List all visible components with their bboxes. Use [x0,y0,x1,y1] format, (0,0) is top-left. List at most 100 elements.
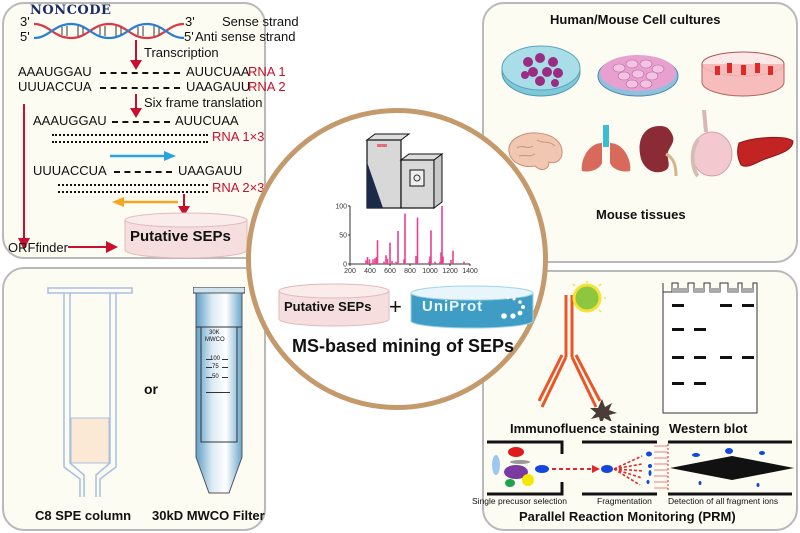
x-tick-label: 200 [344,268,356,275]
frame2-right: UAAGAUU [178,163,243,178]
precursor-ion [522,474,534,486]
frame2-dashes [114,171,172,173]
precursor-ion [510,460,530,464]
six-frame-translation-label: Six frame translation [144,95,263,110]
kidney-icon [639,126,678,177]
spectrum-peak [429,256,431,264]
orffinder-down-arrow-icon [18,104,30,250]
western-blot-band [694,382,706,385]
rna2-left: UUUACCUA [18,79,92,94]
translation-arrow-icon [130,94,142,118]
precursor-ion [504,465,528,479]
prm-step-selection: Single precusor selection [472,496,567,506]
petri-dish-round-cells-icon [501,45,581,97]
mwco-filter-icon [193,287,245,494]
orffinder-label: ORFfinder [8,240,68,255]
cell-cultures-title: Human/Mouse Cell cultures [550,12,721,27]
western-blot-band [742,304,754,307]
dna-right-top: 3' [185,14,195,29]
spectrum-peak [395,261,397,264]
putative-seps-label: Putative SEPs [130,228,231,245]
filter-tick [222,367,228,368]
x-tick-label: 800 [404,268,416,275]
precursor-ion [508,447,524,457]
spectrum-peak [372,259,374,264]
spectrum-peak [386,258,389,264]
sense-strand-label: Sense strand [222,14,299,29]
immunofluence-label: Immunofluence staining [510,421,660,436]
filter-text-mwco: MWCO [205,337,225,343]
spectrum-peak [439,261,441,264]
spectrum-peak [428,261,430,264]
frame1-left: AAAUGGAU [33,113,107,128]
filter-mark-75: 75 [212,364,219,370]
filter-text-30k: 30K [209,330,220,336]
frame1-tag: RNA 1×3 [212,129,265,144]
spectrum-peak [366,257,369,264]
filter-tick [206,359,212,360]
or-label: or [144,381,158,397]
filter-tick [206,367,212,368]
spectrum-peak [440,252,442,264]
filter-tick [206,377,212,378]
rna1-tag: RNA 1 [248,64,286,79]
western-blot-band [672,328,684,331]
filter-tick [206,392,230,393]
dna-right-bottom: 5' [184,29,194,44]
mwco-filter-label: 30kD MWCO Filter [152,508,265,523]
prm-title: Parallel Reaction Monitoring (PRM) [519,509,736,524]
x-tick-label: 1000 [422,268,438,275]
reverse-arrow-icon [112,197,178,207]
western-blot-band [672,382,684,385]
precursor-ion [492,455,500,475]
spectrum-peak [441,206,443,264]
spectrum-peak [403,259,405,264]
plus-sign: + [389,294,402,319]
frame1-dashes [112,121,170,123]
spectrum-peak [415,255,417,264]
x-tick-label: 1400 [462,268,478,275]
spectrum-peak [383,261,385,264]
spectrum-peak [376,240,379,264]
rna1-left: AAAUGGAU [18,64,92,79]
selected-precursor [535,465,549,473]
precursor-ion [505,479,515,487]
spectrum-peak [385,255,387,264]
western-blot-band [672,304,684,307]
transcription-label: Transcription [144,45,219,60]
orffinder-right-arrow-icon [68,241,118,253]
frame2-left: UUUACCUA [33,163,107,178]
filter-mark-100: 100 [210,356,221,362]
western-blot-band [672,356,684,359]
spectrum-peak [389,242,391,264]
center-putative-seps-label: Putative SEPs [284,299,372,314]
dna-left-bottom: 5' [20,29,30,44]
petri-dish-red-cells-icon [701,51,785,97]
center-title: MS-based mining of SEPs [292,336,515,356]
spectrum-peak [404,213,406,264]
spectrum-peak [430,230,432,264]
x-tick-label: 400 [364,268,376,275]
rna2-dashes [100,87,180,89]
spectrum-peak [397,230,399,264]
western-blot-band [694,328,706,331]
y-tick-label: 100 [335,204,347,211]
filter-tick [222,359,228,360]
rna2-tag: RNA 2 [248,79,286,94]
western-blot-band [742,356,754,359]
western-blot-band [694,356,706,359]
c8-spe-column-icon [47,287,133,497]
brain-icon [508,132,563,170]
spectrum-peak [452,250,454,264]
spectrum-peak [374,258,376,264]
spectrum-peak [450,259,452,264]
spectrum-peak [391,261,393,264]
to-db-arrow-icon [178,194,190,216]
putative-seps-database-icon [124,212,248,258]
rna1-right: AUUCUAA [186,64,250,79]
petri-dish-epithelial-cells-icon [597,55,679,97]
testis-icon [690,110,733,178]
spectrum-peak [368,259,371,264]
western-blot-band [720,304,732,307]
